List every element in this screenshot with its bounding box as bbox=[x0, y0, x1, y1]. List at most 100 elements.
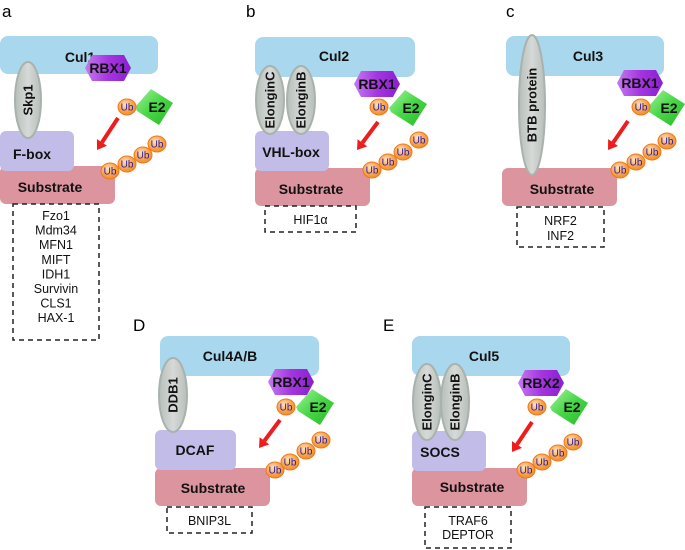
polyubiquitin-label: Ub bbox=[315, 436, 328, 447]
rbx-hexagon bbox=[518, 370, 564, 396]
substrate-list-item: BNIP3L bbox=[188, 514, 231, 528]
substrate-receptor-label: SOCS bbox=[420, 444, 460, 460]
polyubiquitin-bead bbox=[378, 153, 398, 171]
rbx-label: RBX2 bbox=[522, 375, 560, 391]
substrate-receptor-block bbox=[255, 131, 329, 171]
e2-shape bbox=[296, 389, 334, 425]
adaptor-label: ElonginB bbox=[448, 373, 463, 430]
rbx-hexagon bbox=[268, 369, 314, 395]
polyubiquitin-bead bbox=[393, 143, 413, 161]
polyubiquitin-label: Ub bbox=[137, 151, 150, 162]
substrate-list-item: NRF2 bbox=[544, 214, 577, 228]
polyubiquitin-bead bbox=[100, 162, 120, 180]
e2-ubiquitin-bead bbox=[369, 98, 389, 116]
substrate-list-item: TRAF6 bbox=[448, 514, 488, 528]
e2-ubiquitin-bead bbox=[117, 98, 137, 116]
e2-shape bbox=[389, 90, 427, 126]
polyubiquitin-label: Ub bbox=[413, 136, 426, 147]
substrate-block bbox=[255, 168, 370, 206]
ubiquitin-transfer-arrow bbox=[262, 418, 282, 442]
polyubiquitin-bead bbox=[117, 155, 137, 173]
rbx-hexagon bbox=[617, 70, 663, 96]
substrate-label: Substrate bbox=[440, 479, 505, 495]
polyubiquitin-bead bbox=[265, 461, 285, 479]
e2-ubiquitin-label: Ub bbox=[373, 103, 386, 114]
substrate-label: Substrate bbox=[279, 181, 344, 197]
substrate-list-item: HIF1α bbox=[293, 213, 327, 227]
e2-ubiquitin-bead bbox=[527, 398, 547, 416]
polyubiquitin-label: Ub bbox=[552, 449, 565, 460]
substrate-list-item: MIFT bbox=[41, 253, 71, 267]
polyubiquitin-label: Ub bbox=[661, 137, 674, 148]
substrate-label: Substrate bbox=[530, 181, 595, 197]
polyubiquitin-label: Ub bbox=[151, 140, 164, 151]
polyubiquitin-bead bbox=[516, 461, 536, 479]
polyubiquitin-label: Ub bbox=[567, 438, 580, 449]
substrate-block bbox=[412, 468, 527, 506]
polyubiquitin-label: Ub bbox=[397, 148, 410, 159]
polyubiquitin-label: Ub bbox=[104, 167, 117, 178]
rbx-hexagon bbox=[85, 55, 131, 81]
e2-shape bbox=[647, 90, 685, 126]
polyubiquitin-label: Ub bbox=[300, 447, 313, 458]
ubiquitin-transfer-arrow bbox=[611, 119, 630, 144]
substrate-receptor-label: VHL-box bbox=[262, 144, 320, 160]
arrow-head bbox=[608, 139, 619, 150]
polyubiquitin-label: Ub bbox=[536, 458, 549, 469]
substrate-list-item: Mdm34 bbox=[35, 224, 77, 238]
e2-shape bbox=[135, 89, 173, 125]
cullin-label: Cul2 bbox=[319, 48, 350, 64]
panel-a: aCul1F-boxSubstrateSkp1RBX1E2UbUbUbUbUbF… bbox=[0, 2, 173, 341]
cullin-block bbox=[160, 336, 319, 376]
adaptor-label: DDB1 bbox=[166, 377, 181, 412]
panel-label: E bbox=[383, 316, 394, 335]
substrate-label: Substrate bbox=[181, 480, 246, 496]
cullin-label: Cul3 bbox=[573, 48, 604, 64]
rbx-label: RBX1 bbox=[621, 75, 659, 91]
substrate-list-item: Survivin bbox=[34, 282, 79, 296]
e2-label: E2 bbox=[660, 100, 677, 116]
substrate-list-item: HAX-1 bbox=[38, 311, 75, 325]
polyubiquitin-label: Ub bbox=[284, 458, 297, 469]
cullin-label: Cul5 bbox=[469, 348, 500, 364]
e2-ubiquitin-label: Ub bbox=[635, 103, 648, 114]
substrate-receptor-block bbox=[0, 131, 74, 171]
rbx-label: RBX1 bbox=[272, 374, 310, 390]
ubiquitin-transfer-arrow bbox=[515, 420, 534, 446]
polyubiquitin-label: Ub bbox=[382, 158, 395, 169]
substrate-list-box bbox=[516, 206, 605, 248]
adaptor-label: ElonginC bbox=[263, 71, 278, 129]
substrate-block bbox=[0, 166, 115, 204]
polyubiquitin-bead bbox=[409, 131, 429, 149]
substrate-block bbox=[155, 468, 270, 506]
polyubiquitin-bead bbox=[532, 453, 552, 471]
substrate-list-item: DEPTOR bbox=[442, 528, 494, 542]
ubiquitin-transfer-arrow bbox=[100, 116, 120, 144]
substrate-list-box bbox=[264, 205, 357, 233]
polyubiquitin-label: Ub bbox=[269, 466, 282, 477]
e2-ubiquitin-label: Ub bbox=[531, 403, 544, 414]
panel-label: c bbox=[506, 2, 515, 21]
polyubiquitin-bead bbox=[280, 453, 300, 471]
polyubiquitin-bead bbox=[147, 135, 167, 153]
arrow-head bbox=[512, 441, 522, 452]
rbx-label: RBX1 bbox=[89, 60, 127, 76]
e2-ubiquitin-label: Ub bbox=[280, 403, 293, 414]
polyubiquitin-label: Ub bbox=[121, 160, 134, 171]
cullin-block bbox=[255, 37, 415, 77]
polyubiquitin-bead bbox=[133, 146, 153, 164]
adaptor-ellipse bbox=[286, 65, 316, 135]
panel-label: b bbox=[246, 2, 255, 21]
polyubiquitin-label: Ub bbox=[614, 166, 627, 177]
substrate-list-item: IDH1 bbox=[42, 267, 71, 281]
polyubiquitin-bead bbox=[548, 444, 568, 462]
e2-shape bbox=[550, 389, 588, 425]
adaptor-label: BTB protein bbox=[525, 68, 540, 142]
substrate-receptor-block bbox=[155, 430, 236, 470]
e2-ubiquitin-bead bbox=[276, 398, 296, 416]
adaptor-ellipse bbox=[440, 363, 470, 441]
polyubiquitin-bead bbox=[657, 132, 677, 150]
